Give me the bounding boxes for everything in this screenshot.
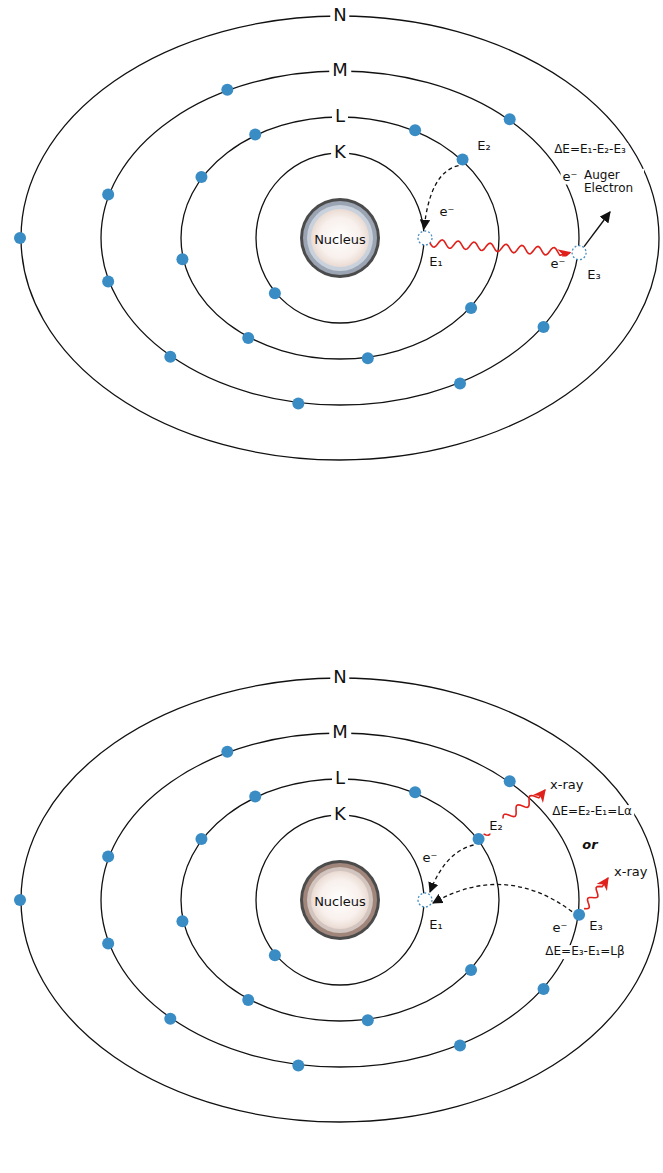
electron-dot (102, 851, 114, 863)
or-label: or (580, 838, 599, 853)
shell-ring (21, 678, 659, 1122)
shell-letter: L (332, 105, 348, 126)
xray-wave (484, 790, 545, 835)
electron-dot (454, 377, 466, 389)
shell-ring (256, 153, 424, 323)
level-label: E₂ (475, 139, 492, 154)
electron-dot (221, 84, 233, 96)
electron-dot (249, 129, 261, 141)
xray-label: x-ray (612, 865, 649, 880)
electron-dot (242, 994, 254, 1006)
nucleus-label: Nucleus (314, 232, 366, 247)
electron-shell: LKNucleus (180, 778, 500, 1022)
nucleus-ring (303, 201, 377, 275)
electron-dot (195, 171, 207, 183)
electron-vacancy (418, 893, 432, 907)
nucleus-ring (307, 867, 373, 933)
electron-dot (164, 351, 176, 363)
electron-dot (14, 894, 26, 906)
shell-ring (181, 779, 499, 1021)
nucleus-ring (311, 871, 369, 929)
electron-shell: KNucleus (255, 152, 425, 324)
shell-ring (256, 815, 424, 985)
electron-dot (473, 833, 485, 845)
electron-dot (409, 786, 421, 798)
electron-dot (292, 397, 304, 409)
electron-dot (269, 287, 281, 299)
electron-dot (242, 332, 254, 344)
electron-dot (102, 275, 114, 287)
energy-equation: ΔE=E₃-E₁=Lβ (543, 945, 626, 959)
electron-dot (454, 1039, 466, 1051)
nucleus-ring (303, 863, 377, 937)
level-label: E₃ (587, 919, 604, 934)
transition-arrow (424, 166, 459, 229)
electron-vacancy (572, 246, 586, 260)
electron-symbol: e⁻ (421, 851, 440, 866)
electron-dot (249, 791, 261, 803)
electron-symbol: e⁻ (438, 205, 457, 220)
level-label: E₁ (427, 918, 444, 933)
nucleus-ring (311, 209, 369, 267)
electron-symbol: e⁻ (561, 170, 580, 185)
shell-letter: K (331, 141, 349, 162)
electron-dot (102, 937, 114, 949)
electron-dot (14, 232, 26, 244)
electron-dot (457, 154, 469, 166)
electron-dot (504, 113, 516, 125)
xray-label: x-ray (548, 778, 585, 793)
level-label: E₂ (487, 819, 504, 834)
electron-shell: LKNucleus (180, 116, 500, 360)
auger-label: Auger Electron (582, 169, 644, 195)
shell-letter: L (332, 767, 348, 788)
nucleus-ring (307, 205, 373, 271)
energy-equation: ΔE=E₂-E₁=Lα (550, 805, 634, 819)
shell-letter: K (331, 803, 349, 824)
electron-shell: NMLKNucleus (20, 677, 660, 1123)
level-label: E₃ (585, 268, 602, 283)
electron-dot (221, 746, 233, 758)
energy-equation: ΔE=E₁-E₂-E₃ (552, 143, 628, 157)
nucleus: Nucleus (300, 198, 380, 278)
shell-ring (181, 117, 499, 359)
nucleus-ring (300, 860, 380, 940)
level-label: E₁ (427, 255, 444, 270)
electron-dot (538, 321, 550, 333)
shell-letter: N (330, 666, 349, 687)
shell-letter: M (329, 59, 351, 80)
electron-shell: NMLKNucleus (20, 15, 660, 461)
nucleus-label: Nucleus (314, 894, 366, 909)
shell-letter: N (330, 4, 349, 25)
electron-dot (292, 1059, 304, 1071)
nucleus: Nucleus (300, 860, 380, 940)
electron-dot (362, 1014, 374, 1026)
shell-ring (101, 71, 579, 405)
electron-dot (102, 189, 114, 201)
electron-symbol: e⁻ (549, 257, 568, 272)
electron-dot (176, 253, 188, 265)
shell-ring (101, 733, 579, 1067)
electron-symbol: e⁻ (551, 921, 570, 936)
auger-emission-arrow (584, 212, 610, 247)
electron-dot (176, 915, 188, 927)
electron-vacancy (418, 231, 432, 245)
electron-dot (465, 964, 477, 976)
electron-dot (409, 124, 421, 136)
shell-ring (21, 16, 659, 460)
xray-wave (584, 878, 608, 909)
electron-dot (269, 949, 281, 961)
electron-dot (465, 302, 477, 314)
electron-dot (573, 909, 585, 921)
electron-dot (362, 352, 374, 364)
shell-letter: M (329, 721, 351, 742)
nucleus-ring (300, 198, 380, 278)
electron-dot (504, 775, 516, 787)
electron-dot (538, 983, 550, 995)
electron-shell: KNucleus (255, 814, 425, 986)
electron-dot (195, 833, 207, 845)
transition-arrow (433, 884, 572, 911)
energy-transfer-wave (430, 240, 570, 255)
electron-dot (164, 1013, 176, 1025)
